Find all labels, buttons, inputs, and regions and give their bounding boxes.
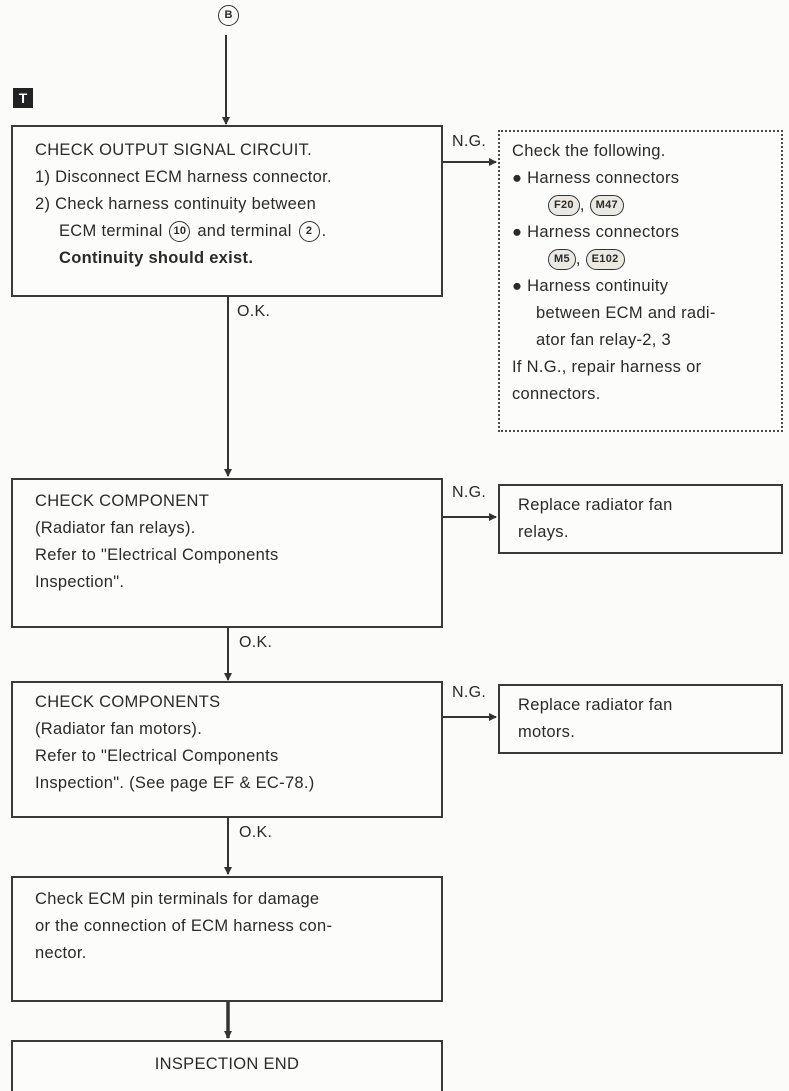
ng-label-1: N.G.	[452, 133, 487, 150]
step3-box: CHECK COMPONENTS (Radiator fan motors). …	[11, 681, 443, 818]
ok-label-3: O.K.	[239, 824, 273, 841]
connector-f20-symbol: F20	[548, 195, 580, 217]
step3-l4: Inspection". (See page EF & EC-78.)	[35, 774, 315, 792]
ok-label-2: O.K.	[239, 634, 273, 651]
offpage-connector-b: B	[216, 5, 241, 26]
ng-box2-l2: relays.	[518, 523, 569, 541]
step1-title: CHECK OUTPUT SIGNAL CIRCUIT.	[35, 141, 313, 159]
step2-l1: CHECK COMPONENT	[35, 492, 210, 510]
step1-line1: 1) Disconnect ECM harness connector.	[35, 168, 332, 186]
step1-line3-mid: and terminal	[197, 222, 292, 240]
bullet-icon: ●	[512, 223, 528, 241]
step2-box: CHECK COMPONENT (Radiator fan relays). R…	[11, 478, 443, 628]
ng-label-3: N.G.	[452, 684, 487, 701]
end-label: INSPECTION END	[154, 1055, 300, 1073]
step4-box: Check ECM pin terminals for damage or th…	[11, 876, 443, 1002]
ng-box1-bullet3-l2: between ECM and radi-	[536, 304, 716, 322]
ng-replace-motors-box: Replace radiator fan motors.	[498, 684, 783, 754]
step1-box: CHECK OUTPUT SIGNAL CIRCUIT. 1) Disconne…	[11, 125, 443, 297]
connector-m47-symbol: M47	[589, 195, 624, 217]
step1-line3-post: .	[321, 222, 327, 240]
ng-box1-bullet3: ● Harness continuity	[512, 273, 775, 300]
step4-l1: Check ECM pin terminals for damage	[35, 890, 320, 908]
step1-line3-pre: ECM terminal	[59, 222, 163, 240]
ng-box1-bullet1-connectors: F20, M47	[512, 192, 775, 219]
ng-box1-bullet1-text: Harness connectors	[527, 169, 680, 187]
inspection-end-box: INSPECTION END	[11, 1040, 443, 1091]
terminal-10-symbol: 10	[169, 221, 191, 243]
step2-l3: Refer to "Electrical Components	[35, 546, 279, 564]
ng-check-box: Check the following. ● Harness connector…	[498, 130, 783, 432]
connector-m5-symbol: M5	[548, 249, 576, 271]
separator: ,	[579, 196, 585, 214]
bullet-icon: ●	[512, 277, 528, 295]
ng-box1-bullet3-l3: ator fan relay-2, 3	[536, 331, 672, 349]
section-marker-icon: T	[13, 88, 33, 108]
step2-l2: (Radiator fan relays).	[35, 519, 196, 537]
ng-box1-bullet3-text: Harness continuity	[527, 277, 669, 295]
step4-l3: nector.	[35, 944, 87, 962]
connector-e102-symbol: E102	[585, 249, 625, 271]
bullet-icon: ●	[512, 169, 528, 187]
ng-label-2: N.G.	[452, 484, 487, 501]
step1-line2: 2) Check harness continuity between	[35, 195, 317, 213]
step3-l2: (Radiator fan motors).	[35, 720, 203, 738]
ng-box2-l1: Replace radiator fan	[518, 496, 673, 514]
connector-b-symbol: B	[218, 5, 239, 26]
step4-l2: or the connection of ECM harness con-	[35, 917, 333, 935]
step3-l1: CHECK COMPONENTS	[35, 693, 221, 711]
ng-box1-bullet1: ● Harness connectors	[512, 165, 775, 192]
terminal-2-symbol: 2	[298, 221, 320, 243]
ng-replace-relays-box: Replace radiator fan relays.	[498, 484, 783, 554]
separator: ,	[575, 250, 581, 268]
ng-box1-footer-l2: connectors.	[512, 385, 601, 403]
step3-l3: Refer to "Electrical Components	[35, 747, 279, 765]
ng-box1-bullet2: ● Harness connectors	[512, 219, 775, 246]
step2-l4: Inspection".	[35, 573, 125, 591]
ng-box3-l1: Replace radiator fan	[518, 696, 673, 714]
ng-box1-footer-l1: If N.G., repair harness or	[512, 358, 702, 376]
ok-label-1: O.K.	[237, 303, 271, 320]
ng-box1-bullet2-text: Harness connectors	[527, 223, 680, 241]
step1-line4: Continuity should exist.	[59, 249, 254, 267]
ng-box1-title: Check the following.	[512, 142, 666, 160]
ng-box1-bullet2-connectors: M5, E102	[512, 246, 775, 273]
step1-line3: ECM terminal 10 and terminal 2.	[35, 218, 429, 245]
ng-box3-l2: motors.	[518, 723, 576, 741]
